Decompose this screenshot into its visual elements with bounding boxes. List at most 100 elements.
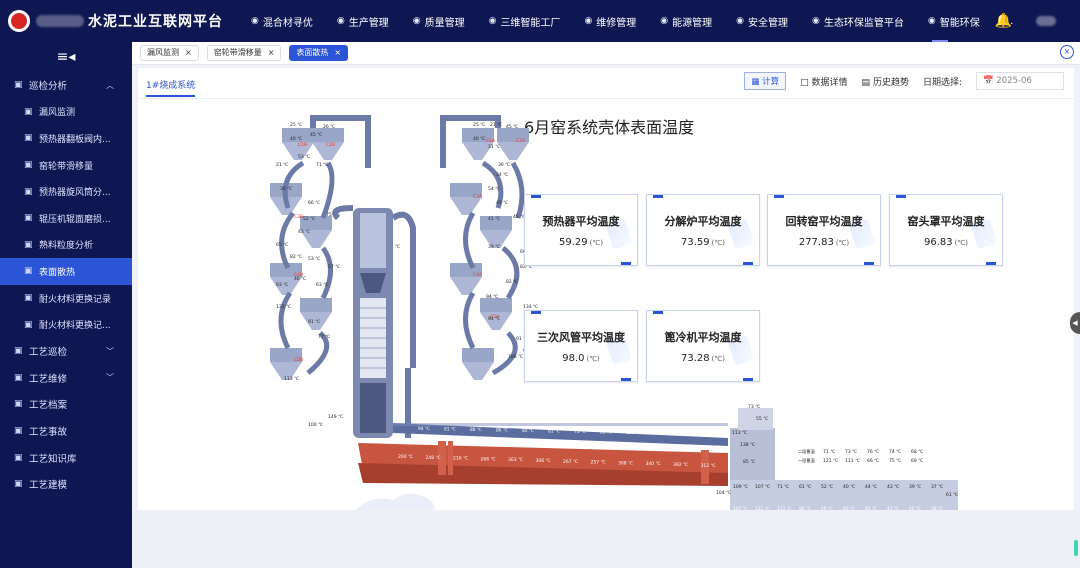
sidebar-item-0[interactable]: ▣巡检分析︿ [14,80,114,93]
side-expand-button[interactable]: ◀ [1070,312,1080,334]
close-all-tabs-icon[interactable]: × [1060,45,1074,59]
nav-item-7[interactable]: ◉生态环保监管平台 [812,16,904,29]
nav-item-1[interactable]: ◉生产管理 [336,16,389,29]
sidebar-item-14[interactable]: ▣工艺知识库 [14,452,77,465]
temperature-label: 52 ℃ [821,484,833,490]
sidebar-item-11[interactable]: ▣工艺维修﹀ [14,372,114,385]
temperature-label: 94 ℃ [486,294,498,300]
sidebar-item-13[interactable]: ▣工艺事故 [14,426,68,439]
sidebar-item-4[interactable]: ▣预热器旋风筒分... [24,186,111,199]
temperature-label: 52 ℃ [303,216,315,222]
nav-item-0[interactable]: ◉混合材寻优 [251,16,313,29]
temperature-label: 53 ℃ [298,154,310,160]
sidebar-item-12[interactable]: ▣工艺档案 [14,399,68,412]
sidebar-item-10[interactable]: ▣工艺巡检﹀ [14,346,114,359]
temperature-label: 45 ℃ [310,132,322,138]
avatar[interactable] [1036,16,1056,26]
chevron-down-icon: ﹀ [106,373,114,383]
sidebar-item-7[interactable]: ▣表面散热 [0,258,132,285]
temperature-label: 37 ℃ [931,484,943,490]
menu-doc-icon: ▣ [14,346,23,357]
temperature-label: 308 ℃ [618,460,633,466]
sidebar-item-5[interactable]: ▣辊压机辊面磨损... [24,213,111,225]
temperature-label: 43 ℃ [887,484,899,490]
tab-system-1[interactable]: 1#烧成系统 [146,78,196,97]
sidebar-item-15[interactable]: ▣工艺建模 [14,479,68,492]
sidebar-item-6[interactable]: ▣熟料粒度分析 [24,239,94,252]
cyclone [480,216,512,248]
close-icon[interactable]: × [185,48,192,57]
nav-item-4[interactable]: ◉维修管理 [584,16,637,29]
cyclone [480,298,512,330]
cyclone [450,183,482,215]
nav-item-9[interactable]: ... [1003,15,1014,27]
sidebar-item-9[interactable]: ▣耐火材料更换记... [24,319,111,332]
tab-2[interactable]: 表面散热× [289,45,349,61]
temperature-label: 113 ℃ [777,506,792,512]
main-nav: ◉混合材寻优 ◉生产管理 ◉质量管理 ◉三维智能工厂 ◉维修管理 ◉能源管理 ◉安全管理 ◉生… [239,0,1025,42]
nav-item-6[interactable]: ◉安全管理 [736,16,789,29]
chevron-down-icon: ﹀ [106,346,114,356]
menu-doc-icon: ▣ [24,213,33,224]
temperature-label: 41 ℃ [488,216,500,222]
temperature-label: 38 ℃ [931,506,943,512]
sidebar-item-3[interactable]: ▣窑轮带滑移量 [24,160,94,172]
row-label: 二段篦温 [798,448,816,455]
collapse-menu-icon[interactable]: ≡◂ [56,49,76,65]
temperature-label: 57 ℃ [328,264,340,270]
nav-item-8[interactable]: ◉智能环保 [927,16,980,29]
chart-title: 6月窑系统壳体表面温度 [524,118,695,137]
nav-item-3[interactable]: ◉三维智能工厂 [488,16,561,29]
bar-chart-icon: □ [800,77,809,88]
temperature-label: 75 ℃ [326,212,338,218]
bell-icon[interactable]: 🔔 [994,13,1012,29]
temperature-label: 149 ℃ [328,414,343,420]
temperature-label: 94 ℃ [418,426,430,432]
calculate-button[interactable]: ▦ 计算 [744,72,787,90]
temperature-label: 88 ℃ [470,427,482,433]
temperature-label: 40 ℃ [843,484,855,490]
date-picker[interactable]: 📅 2025-06 [976,72,1064,90]
tab-0[interactable]: 漏风监测× [140,45,199,61]
temperature-label: 54 ℃ [488,186,500,192]
chevron-up-icon: ︿ [106,80,114,90]
sidebar-item-2[interactable]: ▣预热器翻板阀内... [24,133,111,145]
temperature-label: 113 ℃ [732,430,747,436]
temperature-label: 69 ℃ [911,458,923,464]
cyclone-id-label: C5A [490,314,500,320]
close-icon[interactable]: × [334,48,342,57]
temperature-label: 46 ℃ [294,276,306,282]
cyclone-id-label: C3A [473,194,483,200]
card-value: 96.83(℃) [924,237,968,248]
temperature-label: 31 ℃ [488,144,500,150]
sidebar-item-8[interactable]: ▣耐火材料更换记录 [24,293,112,305]
tab-1[interactable]: 窑轮带滑移量× [206,45,282,61]
menu-doc-icon: ▣ [24,319,33,330]
brand-blur [36,15,84,27]
data-detail-button[interactable]: □ 数据详情 [800,77,848,88]
nav-item-5[interactable]: ◉能源管理 [660,16,713,29]
temperature-label: 65 ℃ [276,242,288,248]
temperature-label: 306 ℃ [536,458,551,464]
temperature-label: 74 ℃ [889,449,901,455]
close-icon[interactable]: × [267,48,275,57]
sidebar-item-1[interactable]: ▣漏风监测 [24,106,76,119]
history-trend-button[interactable]: ▤ 历史趋势 [861,77,909,88]
shield-icon: ◉ [412,16,421,26]
temperature-label: 40 ℃ [843,506,855,512]
scroll-indicator[interactable] [1074,540,1078,556]
temperature-label: 63 ℃ [316,282,328,288]
temperature-label: 340 ℃ [646,461,661,467]
card-title: 篦冷机平均温度 [664,331,742,344]
nav-item-2[interactable]: ◉质量管理 [412,16,465,29]
temperature-label: 40 ℃ [290,136,302,142]
temperature-label: 93 ℃ [276,282,288,288]
temperature-label: 106 ℃ [508,354,523,360]
tab-bar: 漏风监测× 窑轮带滑移量× 表面散热× [132,42,1080,65]
